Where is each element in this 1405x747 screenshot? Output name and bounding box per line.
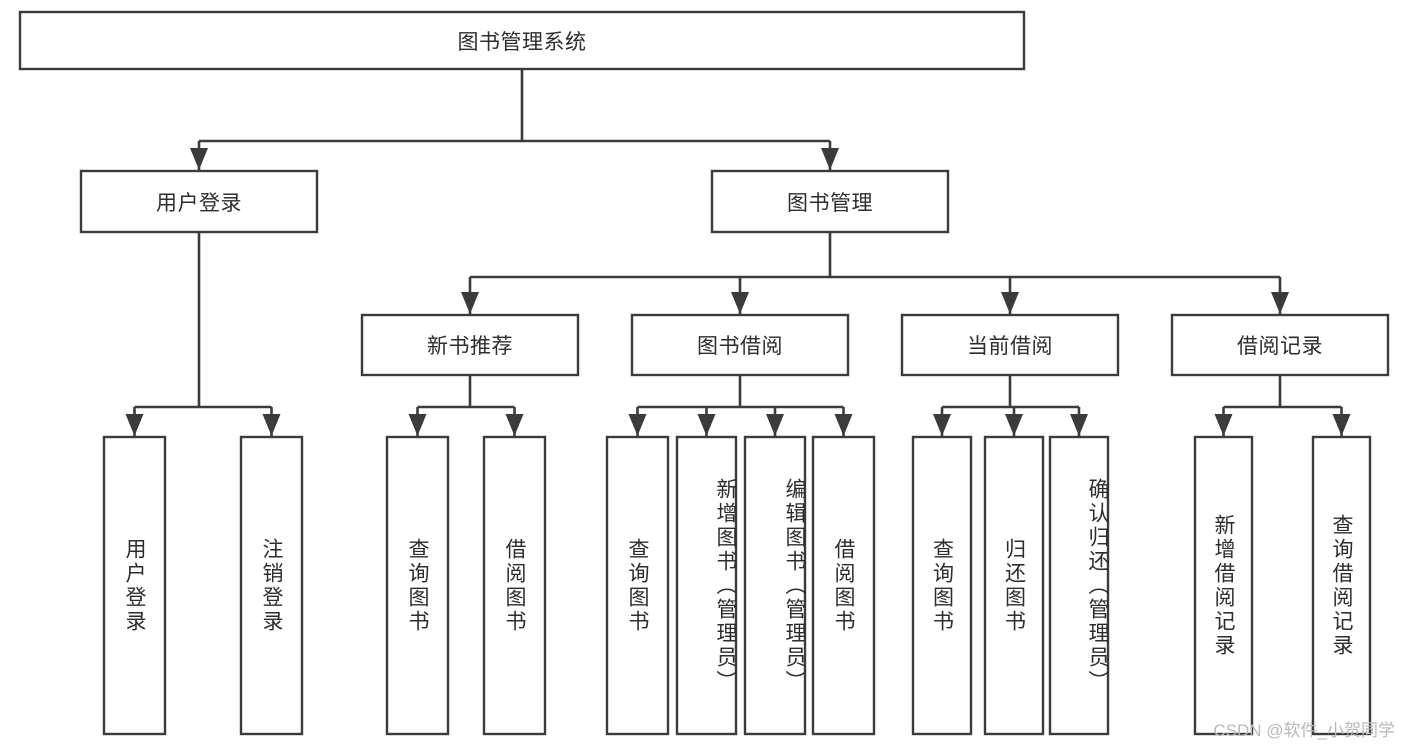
leaf-box-图书借阅-查询图书[interactable] [605, 435, 670, 736]
arrow-head-用户登录-to-用户登录 [125, 414, 144, 436]
arrow-head-图书借阅-to-借阅图书 [834, 414, 853, 436]
node-label-新书推荐: 新书推荐 [427, 335, 513, 358]
leaf-label-新书推荐-借阅图书: 借阅图书 [503, 537, 526, 634]
node-label-借阅记录: 借阅记录 [1237, 335, 1323, 358]
arrow-head-root-to-用户登录 [190, 148, 208, 170]
leaf-label-图书借阅-借阅图书: 借阅图书 [832, 537, 855, 634]
connector-layer [125, 69, 1351, 436]
leaf-box-借阅记录-查询借阅记录[interactable] [1311, 435, 1372, 736]
arrow-head-借阅记录-to-新增借阅记录 [1214, 414, 1233, 436]
leaf-label-当前借阅-确认归还管理员: 确认归还（管理员） [1086, 477, 1109, 694]
arrow-head-图书借阅-to-新增图书管理员 [697, 414, 716, 436]
leaf-box-图书借阅-新增图书管理员[interactable] [675, 435, 738, 736]
arrow-head-图书借阅-to-编辑图书管理员 [766, 414, 784, 436]
leaf-box-图书借阅-借阅图书[interactable] [811, 435, 876, 736]
arrow-head-当前借阅-to-确认归还管理员 [1070, 414, 1088, 436]
leaf-label-当前借阅-查询图书: 查询图书 [930, 537, 954, 634]
leaf-label-用户登录-注销登录: 注销登录 [260, 537, 283, 634]
box-layer [18, 10, 1390, 736]
leaf-label-借阅记录-查询借阅记录: 查询借阅记录 [1330, 513, 1353, 658]
leaf-box-用户登录-用户登录[interactable] [102, 435, 167, 736]
leaf-box-当前借阅-确认归还管理员[interactable] [1048, 435, 1110, 736]
arrow-head-用户登录-to-注销登录 [262, 414, 281, 436]
arrow-head-新书推荐-to-查询图书 [408, 414, 427, 436]
node-box-用户登录[interactable] [79, 169, 319, 234]
node-label-图书管理: 图书管理 [787, 191, 873, 215]
node-box-新书推荐[interactable] [360, 313, 580, 377]
leaf-box-新书推荐-查询图书[interactable] [385, 435, 450, 736]
node-box-图书管理[interactable] [710, 169, 950, 234]
node-label-用户登录: 用户登录 [156, 191, 242, 215]
node-label-root: 图书管理系统 [457, 30, 587, 54]
arrow-head-books-to-当前借阅 [1001, 292, 1019, 314]
arrow-head-books-to-图书借阅 [731, 292, 749, 314]
arrow-head-借阅记录-to-查询借阅记录 [1332, 414, 1351, 436]
leaf-label-图书借阅-新增图书管理员: 新增图书（管理员） [714, 477, 737, 694]
leaf-label-图书借阅-查询图书: 查询图书 [626, 537, 649, 634]
watermark: CSDN @软件_小贺同学 [1213, 721, 1395, 740]
leaf-label-当前借阅-归还图书: 归还图书 [1002, 537, 1026, 634]
node-box-当前借阅[interactable] [900, 313, 1120, 377]
arrow-head-图书借阅-to-查询图书 [628, 414, 647, 436]
leaf-box-借阅记录-新增借阅记录[interactable] [1193, 435, 1254, 736]
leaf-label-借阅记录-新增借阅记录: 新增借阅记录 [1212, 513, 1235, 658]
leaf-box-新书推荐-借阅图书[interactable] [482, 435, 547, 736]
arrow-head-当前借阅-to-归还图书 [1005, 414, 1023, 436]
leaf-box-当前借阅-归还图书[interactable] [983, 435, 1045, 736]
node-label-图书借阅: 图书借阅 [697, 335, 783, 358]
node-box-root[interactable] [18, 10, 1026, 71]
leaf-label-用户登录-用户登录: 用户登录 [123, 537, 146, 634]
arrow-head-当前借阅-to-查询图书 [933, 414, 951, 436]
arrow-head-root-to-图书管理 [821, 148, 839, 170]
node-label-当前借阅: 当前借阅 [967, 335, 1053, 358]
leaf-label-新书推荐-查询图书: 查询图书 [406, 537, 429, 634]
leaf-label-图书借阅-编辑图书管理员: 编辑图书（管理员） [783, 477, 806, 694]
node-box-借阅记录[interactable] [1170, 313, 1390, 377]
leaf-box-当前借阅-查询图书[interactable] [911, 435, 973, 736]
leaf-box-用户登录-注销登录[interactable] [239, 435, 304, 736]
arrow-head-books-to-借阅记录 [1271, 292, 1289, 314]
leaf-box-图书借阅-编辑图书管理员[interactable] [743, 435, 807, 736]
arrow-head-books-to-新书推荐 [461, 292, 479, 314]
arrow-head-新书推荐-to-借阅图书 [505, 414, 524, 436]
node-box-图书借阅[interactable] [630, 313, 850, 377]
